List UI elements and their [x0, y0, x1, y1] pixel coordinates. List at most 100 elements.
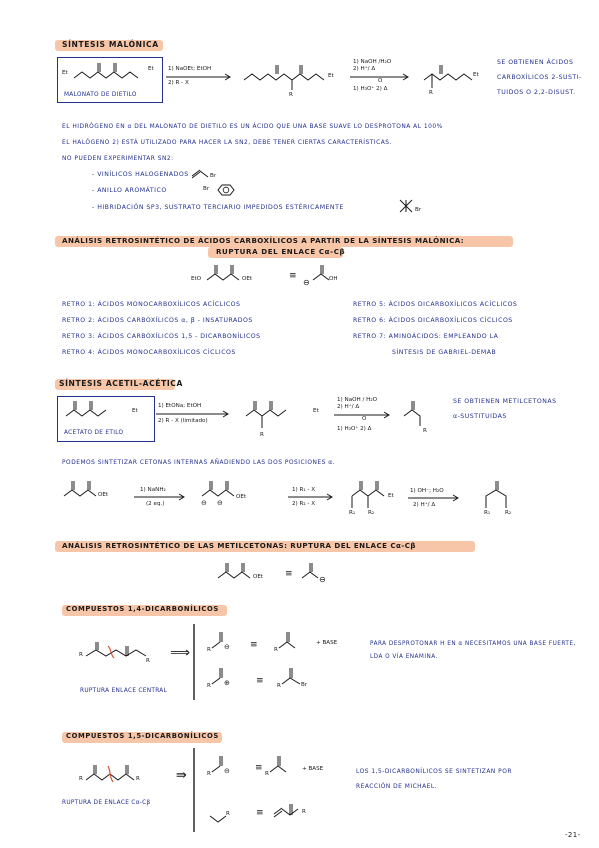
reagent-step: 1) EtONa; EtOH	[158, 403, 202, 409]
note-text: REACCIÓN DE MICHAEL.	[356, 784, 438, 790]
result-text: TUIDOS O 2,2-DISUST.	[497, 89, 576, 96]
tertiary-bromide-structure	[399, 199, 413, 213]
reagent-step: 2) R - X	[168, 80, 189, 86]
reaction-arrow	[156, 410, 229, 418]
retro-arrow: ⟹	[170, 645, 191, 661]
retro-arrow: ⇛	[176, 768, 187, 783]
section-title: COMPUESTOS 1,4-DICARBONÍLICOS	[66, 605, 219, 613]
oxygen-label: O	[362, 416, 367, 422]
et-label: Et	[132, 408, 138, 414]
acetoacetate-start	[63, 481, 97, 497]
note-text: EL HALÓGENO 2) ESTÁ UTILIZADO PARA HACER…	[62, 140, 392, 146]
anion-charge: ⊖	[303, 278, 310, 287]
note-text: LDA O VÍA ENAMINA.	[370, 654, 438, 660]
et-label: Et	[473, 72, 479, 78]
reagent-step: 1) H₃O⁺ 2) Δ	[337, 426, 372, 432]
r-group-label: R	[207, 683, 211, 689]
reagent-step: 1) H₃O⁺ 2) Δ	[353, 86, 388, 92]
r-group-label: R	[429, 90, 433, 96]
list-item: - VINÍLICOS HALOGENADOS	[92, 171, 189, 178]
section-title: ANÁLISIS RETROSINTÉTICO DE LAS METILCETO…	[62, 541, 416, 550]
anion-charge: ⊖	[217, 499, 223, 507]
result-text: α-SUSTITUIDAS	[453, 413, 507, 420]
equiv-sign: ≡	[250, 640, 258, 650]
cation-charge: ⊕	[224, 679, 230, 687]
equiv-sign: ≡	[256, 808, 264, 818]
disconnection-caption: RUPTURA DE ENLACE Cα-Cβ	[62, 800, 151, 806]
br-label: Br	[203, 186, 210, 192]
equiv-sign: ≡	[289, 271, 297, 281]
aromatic-ring-icon	[217, 184, 235, 196]
enolate-equivalent	[269, 756, 287, 773]
malonate-structure	[73, 63, 139, 79]
reagent-step: 1) NaNH₂	[140, 487, 166, 493]
anion-charge: ⊖	[201, 499, 207, 507]
reaction-arrow	[350, 73, 409, 81]
et-label: Et	[328, 73, 334, 79]
oet-label: OEt	[236, 494, 247, 500]
result-text: SE OBTIENEN ÁCIDOS	[497, 59, 574, 66]
reagent-step: 1) R₁ - X	[292, 487, 316, 493]
alkylated-malonate	[243, 65, 325, 90]
oh-label: OH	[329, 276, 338, 282]
r-group-label: R	[226, 811, 230, 817]
methylketone-product	[403, 401, 421, 426]
reaction-arrow	[334, 411, 390, 419]
15-dicarbonyl-structure	[85, 765, 135, 783]
box-caption: ACETATO DE ETILO	[64, 430, 124, 436]
reagent-step: 2) R₂ - X	[292, 501, 316, 507]
retro-item: RETRO 1: ÁCIDOS MONOCARBOXÍLICOS ACÍCLIC…	[62, 301, 241, 308]
base-label: + BASE	[302, 766, 324, 772]
r-group-label: R	[146, 658, 150, 664]
r-group-label: R	[277, 683, 281, 689]
retro-item: RETRO 5: ÁCIDOS DICARBOXÍLICOS ACÍCLICOS	[353, 301, 518, 308]
oet-label: Et	[388, 493, 394, 499]
reaction-arrow	[166, 73, 231, 81]
r1-label: R₁	[349, 510, 356, 516]
equiv-sign: ≡	[285, 569, 293, 579]
acyl-anion-synthon	[211, 756, 223, 773]
note-text: LOS 1,5-DICARBONÍLICOS SE SINTETIZAN POR	[356, 769, 512, 775]
note-text: PODEMOS SINTETIZAR CETONAS INTERNAS AÑAD…	[62, 460, 335, 466]
highlight	[55, 236, 513, 247]
result-text: SE OBTIENEN METILCETONAS	[453, 398, 557, 405]
eto-label: EtO	[191, 276, 202, 282]
reagent-step: 2) H⁺/ Δ	[413, 502, 436, 508]
retro-item: RETRO 6: ÁCIDOS DICARBOXÍLICOS CÍCLICOS	[353, 317, 513, 324]
reagent-step: 1) OH⁻; H₂O	[410, 488, 444, 494]
michael-acceptor-precursor	[209, 815, 227, 823]
section-subtitle: RUPTURA DEL ENLACE Cα-Cβ	[216, 247, 346, 256]
r-group-label: R	[274, 647, 278, 653]
reaction-arrow	[408, 494, 459, 502]
alpha-bromoketone	[281, 668, 301, 685]
note-text: EL HIDRÓGENO EN α DEL MALONATO DE DIETIL…	[62, 124, 443, 130]
highlight	[62, 605, 227, 616]
page-number: -21-	[565, 831, 581, 839]
r2-label: R₂	[505, 510, 512, 516]
r-group-label: R	[302, 809, 306, 815]
equiv-sign: ≡	[256, 676, 264, 686]
result-text: CARBOXÍLICOS 2-SUSTI-	[497, 74, 582, 81]
oet-label: OEt	[242, 276, 253, 282]
acetoacetate-structure	[65, 401, 107, 417]
product-structure	[423, 65, 473, 88]
reaction-arrow	[288, 493, 333, 501]
alkylated-acetoacetate	[245, 401, 287, 428]
br-label: Br	[301, 682, 308, 688]
enone-structure	[273, 804, 299, 818]
r-group-label: R	[207, 647, 211, 653]
list-item: - HIBRIDACIÓN SP3, SUSTRATO TERCIARIO IM…	[92, 204, 344, 211]
acetoacetate-retro-structure	[217, 563, 251, 579]
r-group-label: R	[207, 771, 211, 777]
reagent-step: 1) NaOEt; EtOH	[168, 66, 212, 72]
reagent-step: 1) NaOH /H₂O	[353, 59, 392, 65]
et-label: Et	[313, 408, 319, 414]
retro-item: RETRO 7: AMINOÁCIDOS: EMPLEANDO LA	[353, 333, 499, 340]
retro-item: SÍNTESIS DE GABRIEL-DEMAB	[392, 349, 497, 356]
retro-item: RETRO 2: ÁCIDOS CARBOXÍLICOS α, β - INSA…	[62, 317, 253, 324]
highlight	[55, 40, 163, 51]
highlight	[55, 379, 175, 390]
box-caption: MALONATO DE DIETILO	[64, 92, 137, 98]
reaction-arrow	[134, 493, 185, 501]
reagent-step: (2 eq.)	[146, 501, 165, 507]
